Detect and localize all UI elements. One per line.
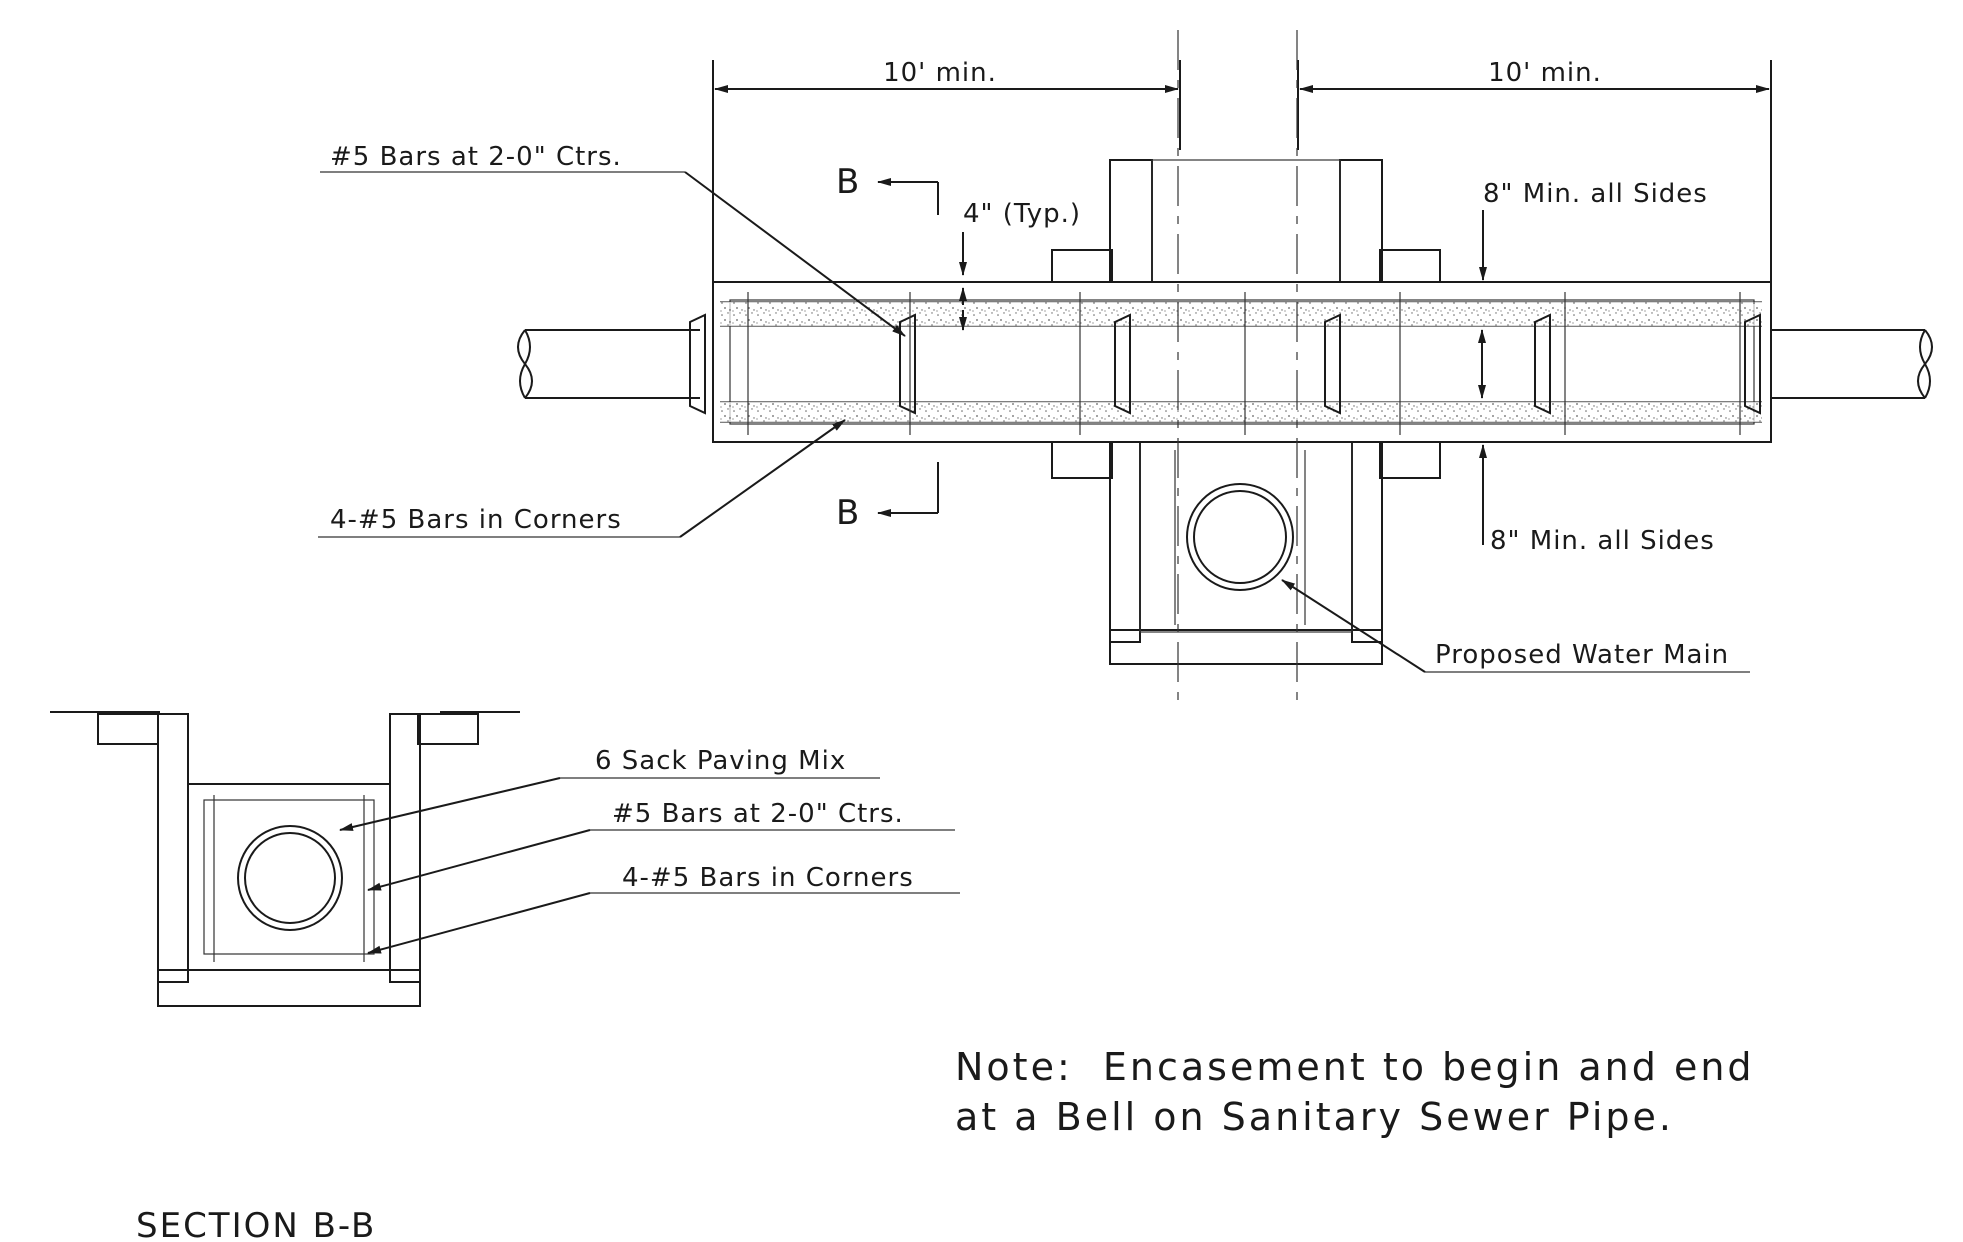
section-cut-top: B bbox=[836, 162, 939, 215]
leader-paving-mix: 6 Sack Paving Mix bbox=[339, 746, 880, 831]
water-main-pipe bbox=[1186, 483, 1294, 591]
section-corners-label: 4-#5 Bars in Corners bbox=[622, 863, 914, 893]
note-line-1: Note: Encasement to begin and end bbox=[955, 1045, 1755, 1089]
dimension-left: 10' min. bbox=[712, 58, 1181, 285]
leader-section-bars: #5 Bars at 2-0" Ctrs. bbox=[367, 799, 955, 891]
concrete-encasement bbox=[712, 281, 1772, 443]
plan-view: 10' min. 10' min. bbox=[318, 30, 1933, 710]
water-main-label: Proposed Water Main bbox=[1435, 640, 1729, 670]
section-mark-bottom: B bbox=[836, 493, 859, 533]
dimension-right: 10' min. bbox=[1297, 58, 1772, 285]
bars-spacing-label: #5 Bars at 2-0" Ctrs. bbox=[330, 142, 622, 172]
leader-bars-top: #5 Bars at 2-0" Ctrs. bbox=[320, 142, 906, 337]
centerlines bbox=[1177, 30, 1298, 710]
min-cover-top-label: 8" Min. all Sides bbox=[1483, 179, 1708, 209]
dimension-left-label: 10' min. bbox=[883, 58, 997, 88]
section-sewer-pipe bbox=[237, 825, 343, 931]
section-cut-bottom: B bbox=[836, 462, 939, 533]
typical-spacing-label: 4" (Typ.) bbox=[963, 199, 1081, 229]
dimension-right-label: 10' min. bbox=[1488, 58, 1602, 88]
min-cover-bottom-label: 8" Min. all Sides bbox=[1490, 526, 1715, 556]
paving-mix-label: 6 Sack Paving Mix bbox=[595, 746, 846, 776]
note-line-2: at a Bell on Sanitary Sewer Pipe. bbox=[955, 1095, 1674, 1139]
leader-section-corners: 4-#5 Bars in Corners bbox=[367, 863, 960, 954]
section-encasement bbox=[187, 783, 391, 971]
sewer-pipe bbox=[517, 313, 1933, 415]
leader-water-main: Proposed Water Main bbox=[1281, 579, 1750, 673]
section-mark-top: B bbox=[836, 162, 859, 202]
note: Note: Encasement to begin and end at a B… bbox=[955, 1045, 1755, 1139]
section-b-b: 6 Sack Paving Mix #5 Bars at 2-0" Ctrs. … bbox=[50, 711, 960, 1242]
section-bars-label: #5 Bars at 2-0" Ctrs. bbox=[612, 799, 904, 829]
leader-bars-corners: 4-#5 Bars in Corners bbox=[318, 419, 846, 538]
section-title: SECTION B-B bbox=[136, 1206, 376, 1242]
corner-bars-label: 4-#5 Bars in Corners bbox=[330, 505, 622, 535]
